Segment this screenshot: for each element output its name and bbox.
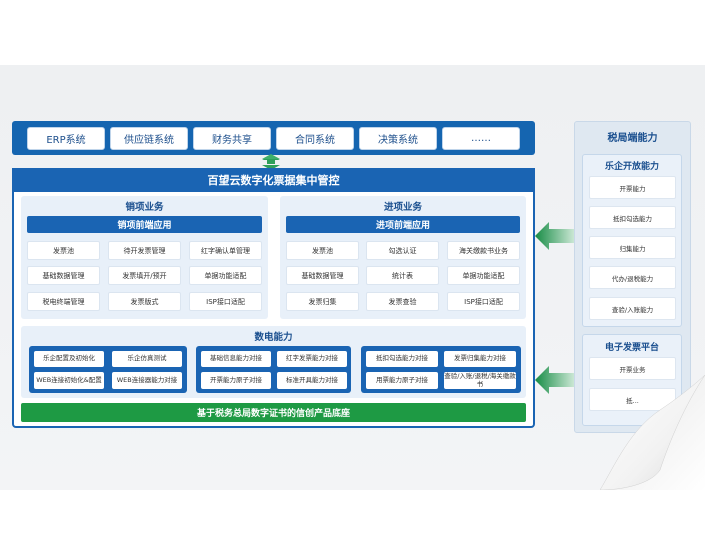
purchase-cell[interactable]: 发票归集 [286, 292, 359, 311]
sales-cell[interactable]: 发票版式 [108, 292, 181, 311]
sales-cell[interactable]: 发票池 [27, 241, 100, 260]
tax-capability-item[interactable]: 开票能力 [589, 176, 676, 199]
sales-cell[interactable]: ISP接口适配 [189, 292, 262, 311]
bidirectional-arrow-icon [262, 154, 280, 170]
purchase-cell[interactable]: 统计表 [366, 266, 439, 285]
sales-cell[interactable]: 税电终端管理 [27, 292, 100, 311]
system-more[interactable]: …… [442, 127, 520, 150]
open-capability-title: 乐企开放能力 [604, 161, 659, 172]
sales-cell[interactable]: 发票填开/预开 [108, 266, 181, 285]
purchase-cell[interactable]: ISP接口适配 [447, 292, 520, 311]
digital-cell[interactable]: 发票归集能力对接 [444, 351, 516, 367]
tax-bureau-title: 税局端能力 [607, 132, 658, 144]
sales-cell[interactable]: 单据功能适配 [189, 266, 262, 285]
digital-cell[interactable]: 抵扣勾选能力对接 [366, 351, 438, 367]
tax-capability-item[interactable]: 代办/退税能力 [589, 266, 676, 289]
digital-cell[interactable]: 标准开具能力对接 [277, 372, 347, 389]
purchase-cell[interactable]: 发票池 [286, 241, 359, 260]
page-curl-decoration [600, 375, 705, 490]
digital-cell[interactable]: 乐企配置及初始化 [34, 351, 104, 367]
sales-title: 销项业务 [125, 201, 164, 213]
tax-capability-item[interactable]: 查验/入账能力 [589, 297, 676, 320]
digital-cell[interactable]: 查验/入账/退税/海关缴款书 [444, 372, 516, 389]
digital-cell[interactable]: WEB连接初始化&配置 [34, 372, 104, 389]
left-arrow-icon [535, 222, 575, 250]
digital-cell[interactable]: 用票能力原子对接 [366, 372, 438, 389]
purchase-title: 进项业务 [383, 201, 422, 213]
system-contract[interactable]: 合同系统 [276, 127, 354, 150]
e-invoice-title: 电子发票平台 [604, 342, 659, 353]
digital-cell[interactable]: 红字发票能力对接 [277, 351, 347, 367]
left-arrow-icon [535, 366, 575, 394]
purchase-cell[interactable]: 单据功能适配 [447, 266, 520, 285]
e-invoice-item[interactable]: 开票业务 [589, 357, 676, 380]
digital-title: 数电能力 [254, 332, 293, 343]
system-decision[interactable]: 决策系统 [359, 127, 437, 150]
purchase-cell[interactable]: 发票查验 [366, 292, 439, 311]
purchase-cell[interactable]: 海关缴款书业务 [447, 241, 520, 260]
sales-cell[interactable]: 红字确认单管理 [189, 241, 262, 260]
digital-cell[interactable]: 基础信息能力对接 [201, 351, 271, 367]
tax-capability-item[interactable]: 抵扣勾选能力 [589, 206, 676, 229]
sales-frontend-bar[interactable]: 销项前端应用 [27, 216, 262, 233]
digital-cell[interactable]: 开票能力原子对接 [201, 372, 271, 389]
purchase-frontend-bar[interactable]: 进项前端应用 [286, 216, 520, 233]
base-platform-bar: 基于税务总局数字证书的信创产品底座 [21, 403, 526, 422]
sales-cell[interactable]: 待开发票管理 [108, 241, 181, 260]
system-supply-chain[interactable]: 供应链系统 [110, 127, 188, 150]
sales-cell[interactable]: 基础数据管理 [27, 266, 100, 285]
tax-capability-item[interactable]: 归集能力 [589, 236, 676, 259]
purchase-cell[interactable]: 勾选认证 [366, 241, 439, 260]
system-finance-share[interactable]: 财务共享 [193, 127, 271, 150]
digital-cell[interactable]: WEB连接器能力对接 [112, 372, 182, 389]
digital-cell[interactable]: 乐企仿真测试 [112, 351, 182, 367]
system-erp[interactable]: ERP系统 [27, 127, 105, 150]
purchase-cell[interactable]: 基础数据管理 [286, 266, 359, 285]
main-title: 百望云数字化票据集中管控 [12, 168, 535, 192]
